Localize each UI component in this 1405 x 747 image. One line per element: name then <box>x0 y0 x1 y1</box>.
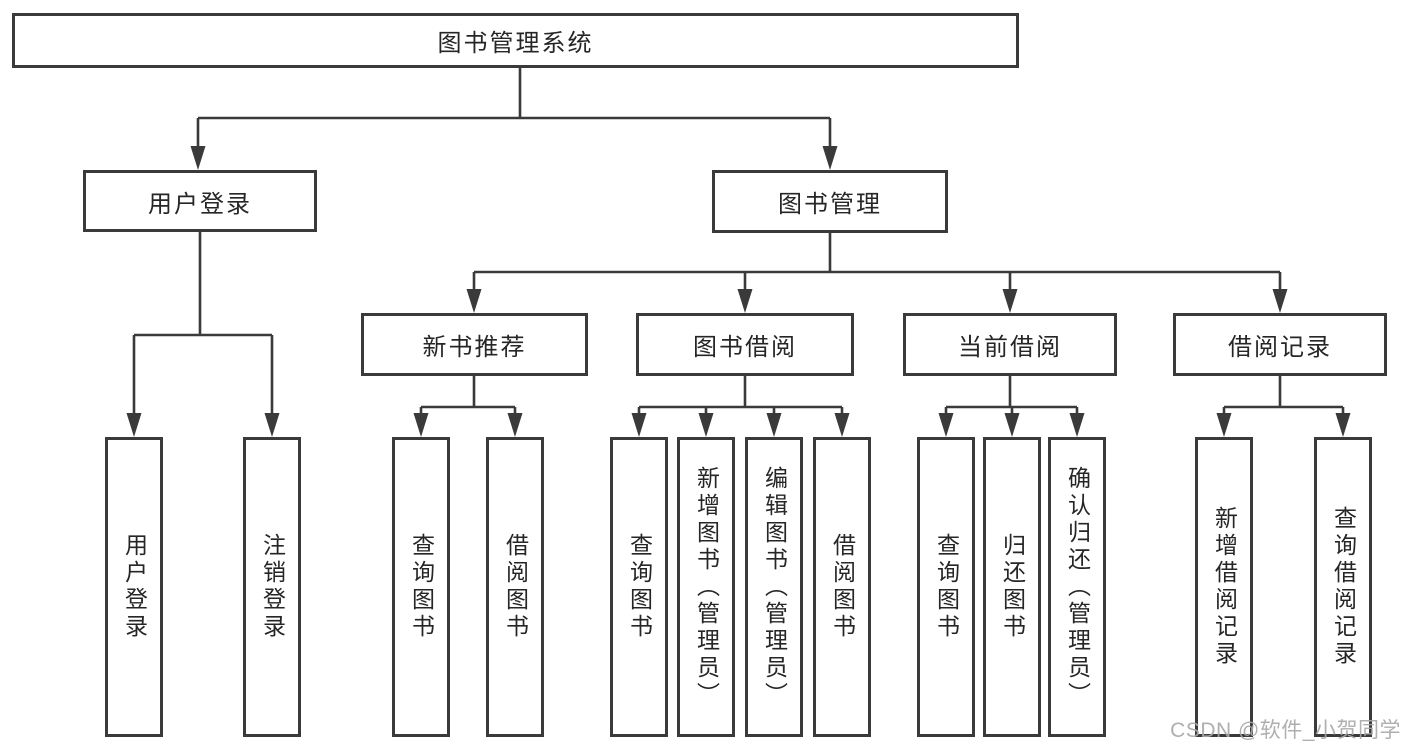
node-book-management-branch: 图书管理 <box>712 170 948 233</box>
csdn-watermark: CSDN @软件_小贺同学 <box>1170 719 1401 742</box>
leaf-cb-return-books: 归还图书 <box>983 437 1041 737</box>
leaf-bb-borrow-books: 借阅图书 <box>813 437 871 737</box>
leaf-cb-query-books: 查询图书 <box>917 437 975 737</box>
leaf-br-add-record: 新增借阅记录 <box>1195 437 1253 737</box>
leaf-bb-add-books-admin: 新增图书（管理员） <box>677 437 735 737</box>
leaf-bb-edit-books-admin: 编辑图书（管理员） <box>745 437 803 737</box>
node-borrow-records: 借阅记录 <box>1173 313 1387 376</box>
leaf-cb-confirm-return-admin: 确认归还（管理员） <box>1048 437 1106 737</box>
node-current-borrow: 当前借阅 <box>903 313 1117 376</box>
node-user-login-branch: 用户登录 <box>83 170 317 232</box>
leaf-br-query-record: 查询借阅记录 <box>1314 437 1372 737</box>
leaf-logout: 注销登录 <box>243 437 301 737</box>
leaf-bb-query-books: 查询图书 <box>610 437 668 737</box>
node-book-borrow: 图书借阅 <box>636 313 854 376</box>
node-root-system: 图书管理系统 <box>12 13 1019 68</box>
node-new-book-recommend: 新书推荐 <box>361 313 588 376</box>
leaf-user-login: 用户登录 <box>105 437 163 737</box>
leaf-nb-query-books: 查询图书 <box>392 437 450 737</box>
leaf-nb-borrow-books: 借阅图书 <box>486 437 544 737</box>
